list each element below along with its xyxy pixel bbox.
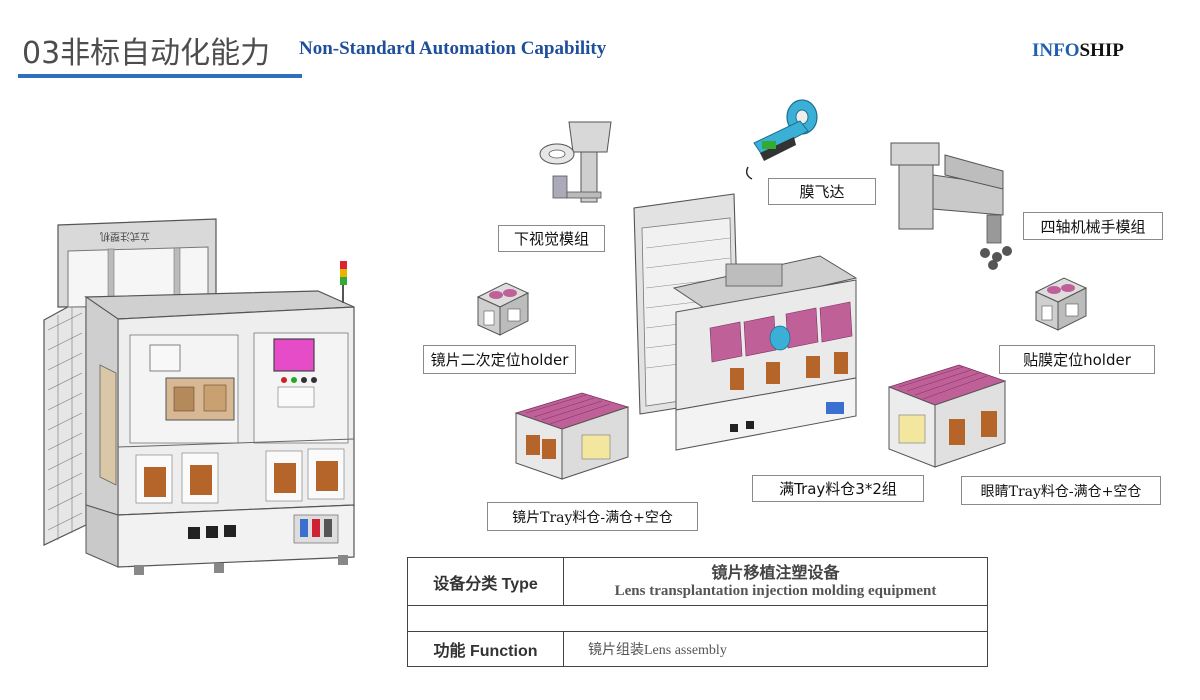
lens-holder-drawing [476, 282, 530, 336]
spec-row-empty [407, 605, 988, 632]
spec-empty-cell [407, 605, 988, 632]
four-axis-robot-illustration [885, 135, 1020, 275]
callout-lens-holder: 镜片二次定位holder [423, 345, 576, 374]
spec-row-function: 功能 Function 镜片组装Lens assembly [407, 631, 988, 667]
callout-eye-tray: 眼睛Tray料仓-满仓+空仓 [961, 476, 1161, 505]
main-machine-illustration: 立式注塑机 [38, 215, 368, 585]
center-machine-illustration [630, 188, 860, 463]
title-underline [18, 74, 302, 78]
main-machine-drawing: 立式注塑机 [43, 218, 355, 575]
spec-type-label: 设备分类 Type [407, 557, 564, 606]
film-holder-drawing [1034, 277, 1088, 331]
callout-full-tray: 满Tray料仓3*2组 [752, 475, 924, 502]
lens-holder-illustration [474, 279, 532, 339]
spec-function-label: 功能 Function [407, 631, 564, 667]
spec-row-type: 设备分类 Type 镜片移植注塑设备 Lens transplantation … [407, 557, 988, 606]
spec-type-value-en: Lens transplantation injection molding e… [614, 582, 937, 599]
callout-film-feeder: 膜飞达 [768, 178, 876, 205]
callout-film-holder: 贴膜定位holder [999, 345, 1155, 374]
brand-part-2: SHIP [1079, 40, 1124, 61]
spec-function-value: 镜片组装Lens assembly [563, 631, 988, 667]
four-axis-robot-drawing [890, 142, 1012, 270]
bottom-vision-module-illustration [537, 118, 617, 208]
eye-tray-bin-drawing [887, 364, 1007, 468]
callout-bottom-vision: 下视觉模组 [498, 225, 605, 252]
callout-lens-tray: 镜片Tray料仓-满仓+空仓 [487, 502, 698, 531]
brand-logo: INFOSHIP [1032, 40, 1124, 62]
spec-type-value-zh: 镜片移植注塑设备 [711, 562, 840, 582]
callout-four-axis-robot: 四轴机械手模组 [1023, 212, 1163, 240]
center-machine-drawing [633, 193, 858, 451]
film-feeder-drawing [745, 99, 818, 180]
page-title-zh: 03非标自动化能力 [22, 36, 271, 71]
lens-tray-bin-illustration [512, 383, 632, 483]
machine-top-label: 立式注塑机 [100, 230, 150, 243]
page-title-en: Non-Standard Automation Capability [299, 38, 607, 59]
film-holder-illustration [1032, 274, 1090, 334]
spec-type-value: 镜片移植注塑设备 Lens transplantation injection … [563, 557, 988, 606]
spec-table: 设备分类 Type 镜片移植注塑设备 Lens transplantation … [407, 557, 988, 667]
eye-tray-bin-illustration [885, 355, 1010, 475]
brand-part-1: INFO [1032, 40, 1080, 61]
lens-tray-bin-drawing [514, 392, 630, 480]
bottom-vision-drawing [539, 121, 612, 203]
film-feeder-illustration [742, 95, 822, 180]
